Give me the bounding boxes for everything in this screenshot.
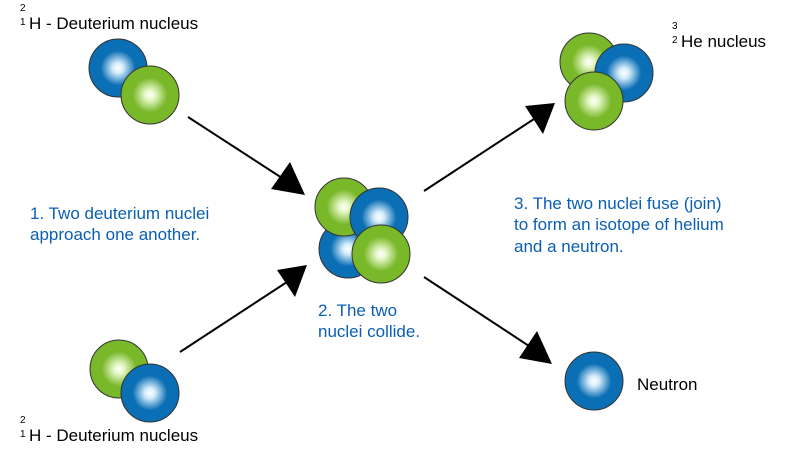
colliding-nuclei — [314, 177, 411, 284]
mass-number: 3 — [672, 21, 678, 32]
deuterium-nucleus-top — [88, 38, 180, 125]
atomic-number: 1 — [20, 429, 26, 440]
neutron-particle — [564, 351, 624, 411]
arrow-bottom-to-center — [179, 265, 307, 353]
deuterium-nucleus-bottom — [89, 339, 180, 423]
neutron-particle — [120, 363, 180, 423]
mass-number: 2 — [20, 3, 26, 14]
step-1-text: 1. Two deuterium nuclei approach one ano… — [30, 204, 210, 245]
helium-3-nucleus — [559, 32, 654, 131]
atomic-number: 1 — [20, 17, 26, 28]
deuterium-label-text: H - Deuterium nucleus — [29, 426, 199, 445]
arrow-center-to-neutron — [423, 276, 552, 364]
neutron-label: Neutron — [637, 375, 698, 394]
arrow-top-to-center — [187, 116, 305, 195]
proton-particle — [351, 224, 411, 284]
proton-particle — [120, 65, 180, 125]
deuterium-label-text: H - Deuterium nucleus — [29, 14, 199, 33]
step-2-text: 2. The two nuclei collide. — [318, 301, 421, 342]
proton-particle — [564, 71, 624, 131]
atomic-number: 2 — [672, 35, 678, 46]
arrow-center-to-helium — [423, 103, 555, 192]
free-neutron — [564, 351, 624, 411]
helium-label-text: He nucleus — [681, 32, 767, 51]
mass-number: 2 — [20, 415, 26, 426]
step-3-text: 3. The two nuclei fuse (join) to form an… — [514, 194, 724, 256]
